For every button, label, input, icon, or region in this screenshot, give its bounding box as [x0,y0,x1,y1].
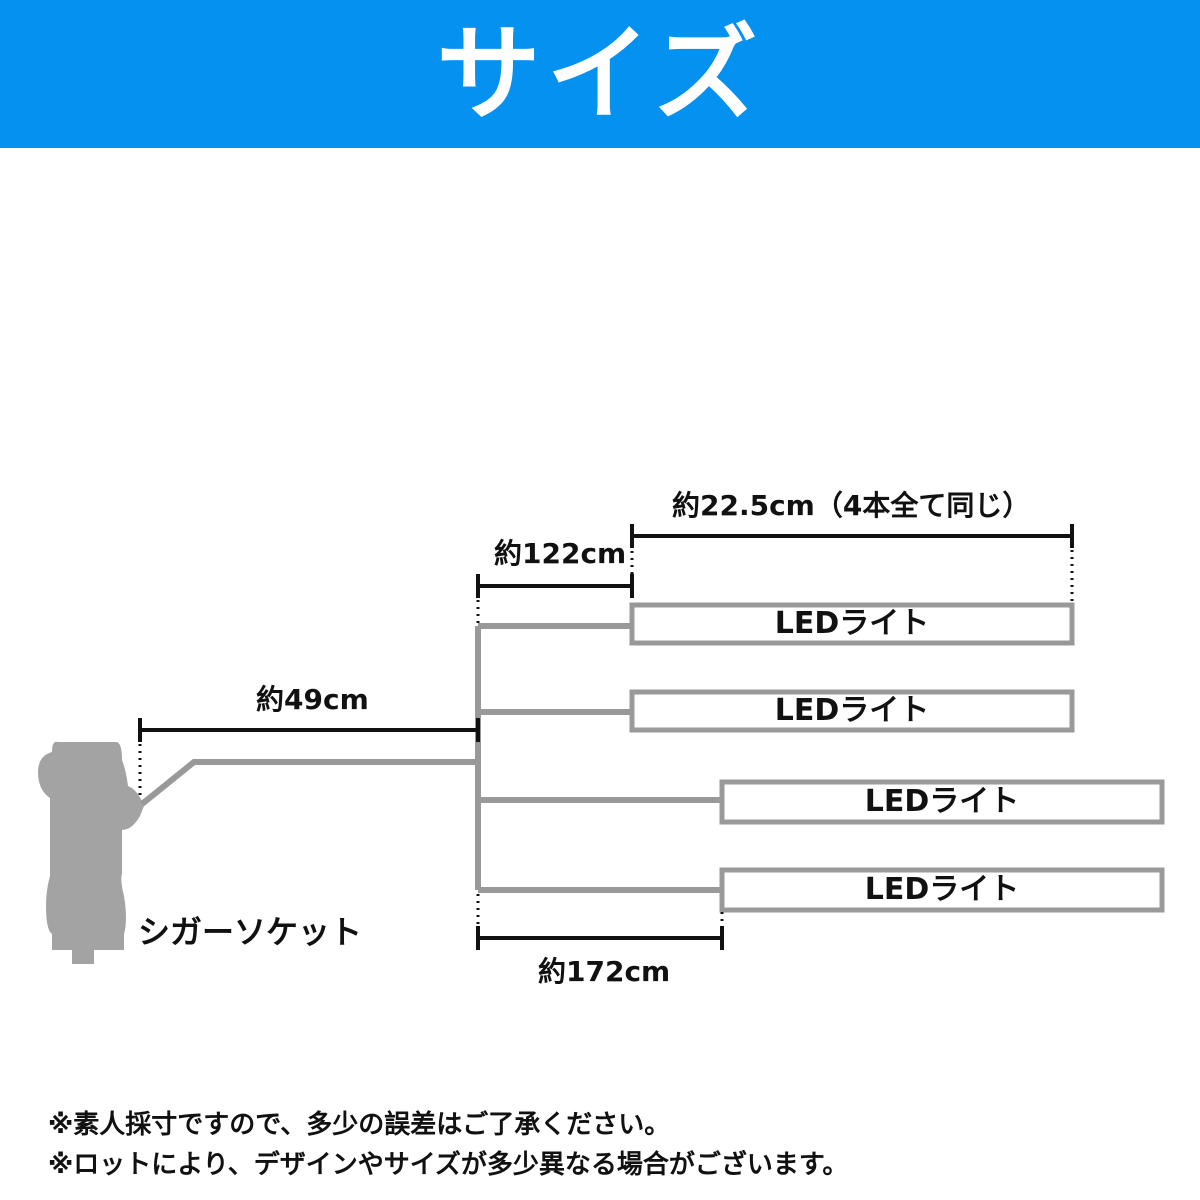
dimension-label-socket-cable: 約49cm [256,683,369,716]
main-cable [140,759,478,807]
note-lot-variation: ※ロットにより、デザインやサイズが多少異なる場合がございます。 [48,1150,849,1180]
note-measurement: ※素人採寸ですので、多少の誤差はご了承ください。 [48,1110,671,1140]
led-light-label: LEDライト [774,693,930,728]
page-title: サイズ [436,13,764,135]
dimension-line-branch-lower [476,894,724,950]
led-bar-4 [719,867,1165,913]
dimension-line-socket-cable [138,718,480,800]
led-bar-2 [629,689,1075,733]
led-bar-3 [719,779,1165,825]
led-light-label: LEDライト [774,606,930,641]
dimension-line-branch-upper [476,544,634,624]
dimension-label-branch-lower: 約172cm [538,955,671,988]
notes: ※素人採寸ですので、多少の誤差はご了承ください。 ※ロットにより、デザインやサイ… [48,1112,848,1192]
dimension-label-branch-upper: 約122cm [494,537,627,570]
led-bar-1 [629,602,1075,646]
led-light-label: LEDライト [864,872,1020,907]
header-banner: サイズ [0,0,1200,148]
socket-label: シガーソケット [138,913,363,951]
cigar-socket-icon [38,741,144,964]
led-light-label: LEDライト [864,784,1020,819]
dimension-label-led-length: 約22.5cm（4本全て同じ） [672,489,1031,522]
dimension-line-led-length [630,524,1074,603]
